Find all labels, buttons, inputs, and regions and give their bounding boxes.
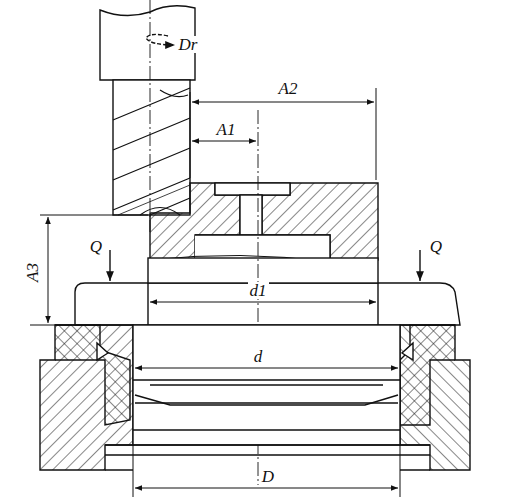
dimension-label: A3	[23, 261, 40, 284]
rotation-label: Dr	[177, 36, 200, 53]
force-label: Q	[88, 238, 104, 255]
dimension-label: d1	[248, 282, 269, 299]
dimension-label: d	[252, 348, 265, 365]
force-label: Q	[428, 238, 444, 255]
dimension-label: D	[260, 468, 276, 485]
dimension-label: A2	[277, 80, 300, 97]
dimension-label: A1	[215, 121, 238, 138]
